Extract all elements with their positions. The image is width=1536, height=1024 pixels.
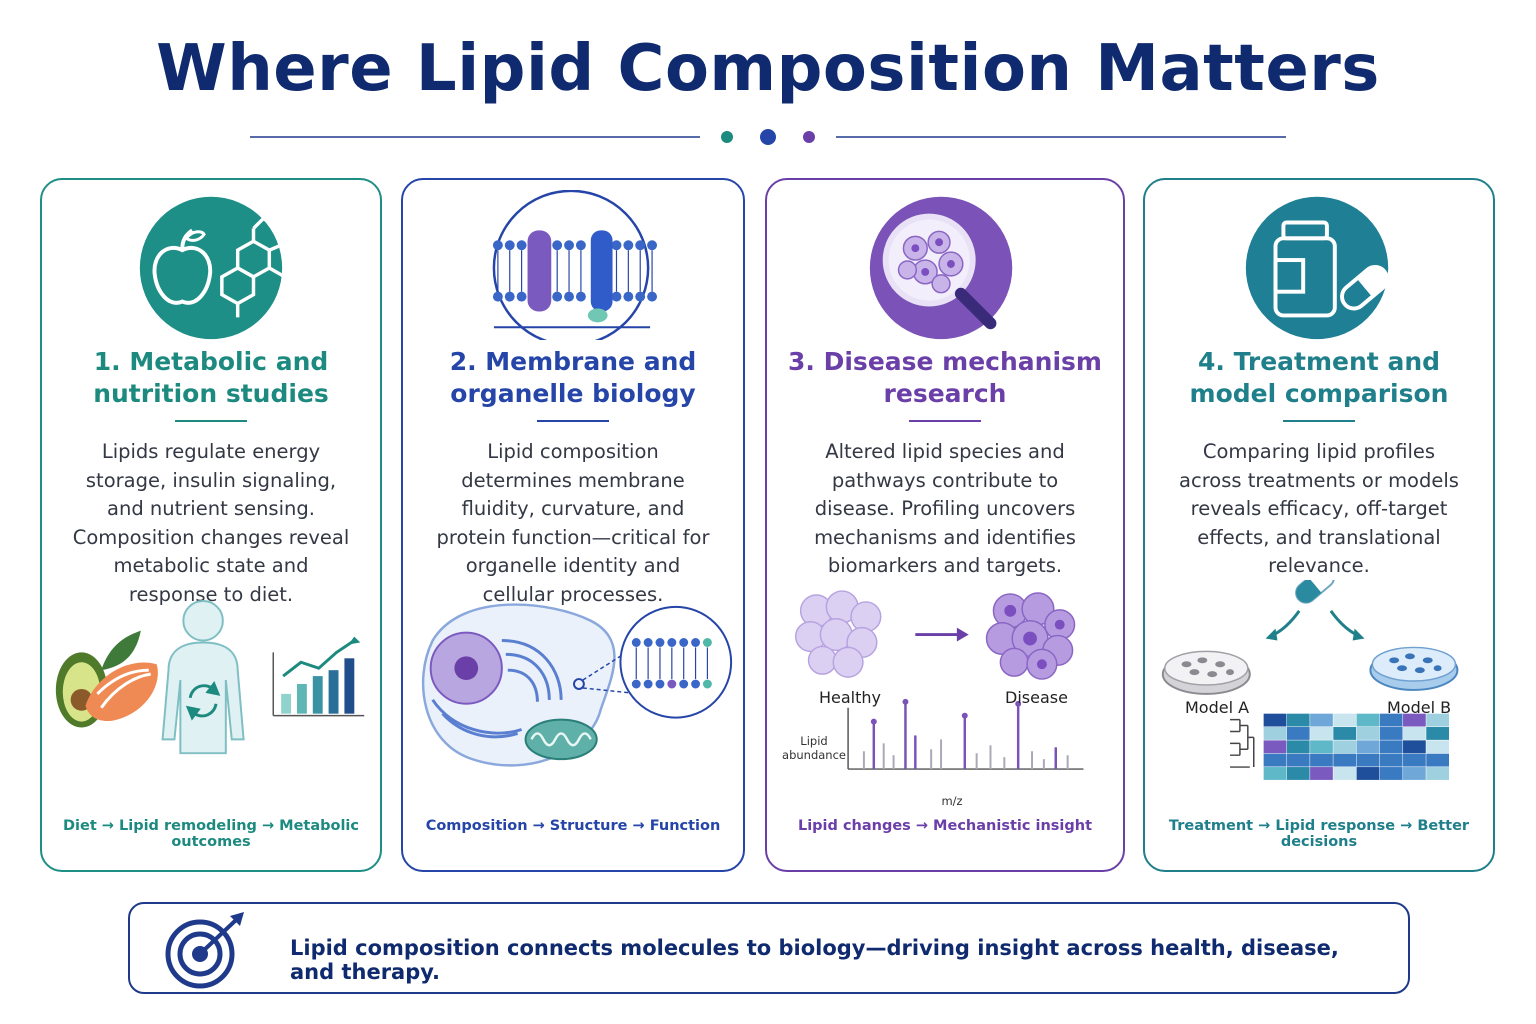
heatmap-cell (1333, 767, 1357, 780)
card-body: Altered lipid species and pathways contr… (814, 440, 1076, 577)
card-disease: 3. Disease mechanism research Altered li… (765, 178, 1125, 872)
heatmap-cell (1379, 767, 1403, 780)
heatmap-cell (1379, 727, 1403, 740)
salmon-icon (85, 662, 158, 722)
healthy-cells-icon (794, 590, 882, 678)
bilayer-zoom-icon (619, 605, 733, 719)
heatmap-cell (1379, 713, 1403, 727)
heatmap-cell (1263, 767, 1287, 780)
heatmap-cell (1310, 767, 1333, 780)
heatmap-cell (1403, 767, 1426, 780)
heatmap-cell (1286, 713, 1310, 727)
card-flow: Diet → Lipid remodeling → Metabolic outc… (62, 818, 360, 850)
heatmap-cell (1403, 753, 1426, 767)
lipid-heads-top (492, 240, 658, 251)
heatmap-cell (1310, 713, 1333, 727)
x-axis-label: m/z (941, 794, 963, 808)
pill-bottle-icon (1245, 196, 1389, 340)
heatmap-cell (1263, 727, 1287, 740)
heatmap-cell (1333, 753, 1357, 767)
heading-underline (909, 420, 981, 422)
human-silhouette-icon (161, 600, 245, 755)
heatmap-cell (1403, 740, 1426, 754)
petri-dish-a-icon (1161, 650, 1251, 695)
bar-chart-icon (272, 636, 365, 717)
page-title: Where Lipid Composition Matters (156, 32, 1380, 106)
card-heading: 4. Treatment and model comparison (1189, 347, 1449, 408)
lipid-heads-bottom (492, 291, 658, 302)
heatmap-cell (1310, 740, 1333, 754)
heatmap-cell (1286, 753, 1310, 767)
card-flow: Lipid changes → Mechanistic insight (797, 818, 1093, 834)
title-divider (250, 129, 1286, 145)
heatmap-cell (1310, 727, 1333, 740)
mitochondrion-icon (524, 718, 598, 761)
card-body: Lipids regulate energy storage, insulin … (72, 440, 350, 606)
heatmap-cell (1263, 713, 1287, 727)
heatmap-cell (1286, 767, 1310, 780)
apple-molecule-icon (139, 196, 293, 340)
healthy-disease-spectrum-illustration (794, 590, 1084, 770)
card-membrane: 2. Membrane and organelle biology Lipid … (401, 178, 745, 872)
model-comparison-illustration (1161, 580, 1459, 780)
model-b-label: Model B (1387, 698, 1452, 717)
healthy-label: Healthy (819, 688, 882, 707)
heading-underline (175, 420, 247, 422)
heatmap (1263, 713, 1450, 780)
cell-organelle-illustration (421, 603, 733, 767)
heatmap-cell (1263, 753, 1287, 767)
heatmap-cell (1263, 740, 1287, 754)
heatmap-cell (1379, 753, 1403, 767)
lipid-bilayer-icon (492, 190, 658, 340)
heatmap-cell (1286, 727, 1310, 740)
heading-underline (537, 420, 609, 422)
card-body: Comparing lipid profiles across treatmen… (1179, 440, 1459, 577)
card-flow: Treatment → Lipid response → Better deci… (1168, 818, 1470, 850)
banner-message: Lipid composition connects molecules to … (290, 936, 1339, 984)
magnifier-cells-icon (869, 196, 1013, 340)
card-treatment: 4. Treatment and model comparison Compar… (1143, 178, 1495, 872)
heatmap-cell (1356, 753, 1380, 767)
heatmap-cell (1333, 727, 1357, 740)
heatmap-cell (1356, 713, 1380, 727)
heatmap-cell (1333, 713, 1357, 727)
heatmap-cell (1310, 753, 1333, 767)
heatmap-cell (1426, 753, 1450, 767)
heatmap-cell (1426, 713, 1450, 727)
disease-label: Disease (1005, 688, 1068, 707)
heatmap-cell (1379, 740, 1403, 754)
target-arrow-icon (165, 912, 244, 989)
card-body: Lipid composition determines membrane fl… (436, 440, 710, 606)
heatmap-cell (1426, 767, 1450, 780)
heatmap-cell (1356, 767, 1380, 780)
heatmap-cell (1426, 727, 1450, 740)
capsule-icon (1295, 580, 1336, 604)
heading-underline (1283, 420, 1355, 422)
heatmap-cell (1356, 727, 1380, 740)
dendrogram (1230, 718, 1255, 768)
heatmap-cell (1403, 727, 1426, 740)
heatmap-cell (1333, 740, 1357, 754)
card-heading: 1. Metabolic and nutrition studies (93, 347, 329, 408)
model-a-label: Model A (1185, 698, 1250, 717)
heatmap-cell (1286, 740, 1310, 754)
cycle-arrows-icon (185, 681, 221, 721)
card-heading: 2. Membrane and organelle biology (449, 347, 697, 408)
heatmap-cell (1403, 713, 1426, 727)
y-axis-label: Lipid abundance (782, 734, 846, 762)
card-flow: Composition → Structure → Function (425, 818, 721, 834)
petri-dish-b-icon (1369, 646, 1459, 691)
diet-body-chart-illustration (55, 600, 365, 755)
mass-spectrum-plot (847, 698, 1084, 770)
heatmap-cell (1356, 740, 1380, 754)
summary-banner: Lipid composition connects molecules to … (128, 902, 1410, 994)
heatmap-cell (1426, 740, 1450, 754)
card-metabolic: 1. Metabolic and nutrition studies Lipid… (40, 178, 382, 872)
card-heading: 3. Disease mechanism research (788, 347, 1102, 408)
